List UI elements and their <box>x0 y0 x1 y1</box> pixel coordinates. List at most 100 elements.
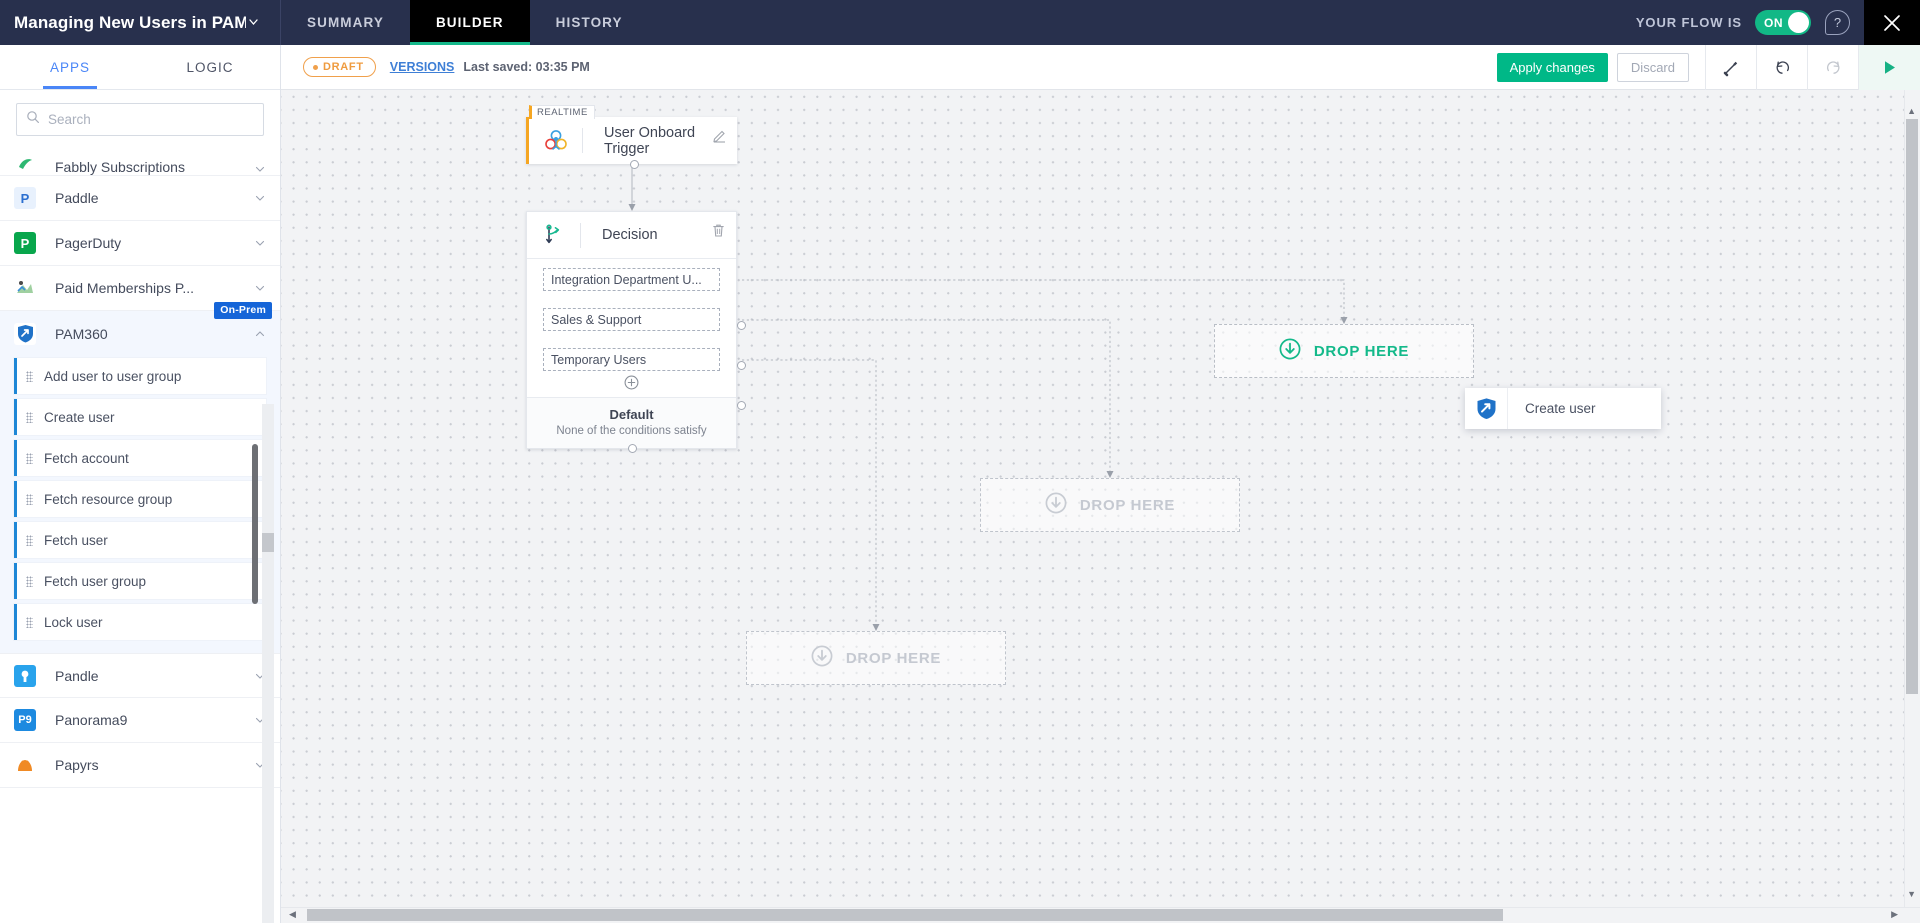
tab-history[interactable]: HISTORY <box>530 0 649 45</box>
app-row-pam360[interactable]: PAM360 On-Prem <box>0 302 280 356</box>
chevron-down-icon <box>253 669 266 682</box>
discard-button[interactable]: Discard <box>1616 52 1689 82</box>
dropzone-branch-2[interactable]: DROP HERE <box>980 478 1240 532</box>
drag-handle-icon[interactable] <box>26 616 33 628</box>
pam360-actions-panel: Add user to user group Create user Fetch… <box>0 356 280 653</box>
help-label: ? <box>1833 15 1842 30</box>
tab-builder-label: BUILDER <box>435 15 504 30</box>
default-output-port[interactable] <box>628 444 637 453</box>
action-item-fetch-resource-group[interactable]: Fetch resource group <box>14 481 266 517</box>
status-badge: DRAFT <box>303 57 376 77</box>
canvas-horizontal-scrollbar-thumb[interactable] <box>307 909 1503 921</box>
magic-wand-icon[interactable] <box>1705 45 1756 90</box>
app-row-fabbly-subscriptions[interactable]: Fabbly Subscriptions <box>0 146 280 176</box>
trash-icon[interactable] <box>711 223 726 243</box>
paddle-icon: P <box>14 187 36 209</box>
scroll-right-arrow-icon[interactable]: ▶ <box>1891 909 1898 919</box>
drag-handle-icon[interactable] <box>26 370 33 382</box>
left-sidebar: APPS LOGIC Fabbly Subscriptions P Paddle <box>0 45 281 923</box>
action-label: Fetch resource group <box>44 491 173 507</box>
trigger-node[interactable]: REALTIME User Onboard Trigger <box>526 105 737 169</box>
action-item-create-user[interactable]: Create user <box>14 399 266 435</box>
scroll-left-arrow-icon[interactable]: ◀ <box>289 909 296 919</box>
dragged-action-card[interactable]: Create user <box>1465 388 1661 429</box>
app-row-pandle[interactable]: Pandle <box>0 653 280 698</box>
add-branch-button[interactable] <box>543 375 720 390</box>
decision-node-title: Decision <box>602 227 658 243</box>
dropzone-branch-1[interactable]: DROP HERE <box>1214 324 1474 378</box>
decision-node[interactable]: Decision Integration Department U... Sal… <box>526 211 746 453</box>
canvas-vertical-scrollbar-thumb[interactable] <box>1906 119 1918 694</box>
sidebar-scrollbar-track[interactable] <box>262 404 274 923</box>
undo-icon[interactable] <box>1756 45 1807 90</box>
papyrs-icon <box>14 754 36 776</box>
pam360-shield-icon <box>1465 388 1507 429</box>
drag-handle-icon[interactable] <box>26 493 33 505</box>
app-name: PAM360 <box>55 325 108 342</box>
chevron-down-icon <box>253 192 266 205</box>
search-box[interactable] <box>16 103 264 136</box>
branch-output-port-1[interactable] <box>737 321 746 330</box>
app-row-paddle[interactable]: P Paddle <box>0 176 280 221</box>
action-item-fetch-user[interactable]: Fetch user <box>14 522 266 558</box>
drag-handle-icon[interactable] <box>26 452 33 464</box>
default-subtitle: None of the conditions satisfy <box>556 425 707 437</box>
flow-state-label: YOUR FLOW IS <box>1635 15 1742 30</box>
app-name: Panorama9 <box>55 712 128 728</box>
action-item-fetch-user-group[interactable]: Fetch user group <box>14 563 266 599</box>
drag-handle-icon[interactable] <box>26 534 33 546</box>
edit-pencil-icon[interactable] <box>712 128 727 148</box>
default-title: Default <box>609 407 654 422</box>
action-label: Lock user <box>44 614 103 630</box>
decision-icon <box>527 212 580 259</box>
scroll-up-arrow-icon[interactable]: ▲ <box>1907 106 1916 116</box>
action-item-add-user-to-user-group[interactable]: Add user to user group <box>14 358 266 394</box>
search-input[interactable] <box>48 112 254 127</box>
sidebar-tab-apps[interactable]: APPS <box>0 45 140 89</box>
tab-builder[interactable]: BUILDER <box>409 0 530 45</box>
dragged-action-label: Create user <box>1525 401 1596 416</box>
sidebar-scrollbar-thumb-outer[interactable] <box>262 533 274 552</box>
dropzone-label: DROP HERE <box>1313 342 1410 360</box>
trigger-output-port[interactable] <box>630 160 639 169</box>
apply-changes-button[interactable]: Apply changes <box>1496 52 1608 82</box>
flow-canvas[interactable]: DRAFT VERSIONS Last saved: 03:35 PM Appl… <box>281 45 1920 923</box>
sidebar-scrollbar-thumb[interactable] <box>252 444 258 604</box>
drag-handle-icon[interactable] <box>26 411 33 423</box>
sidebar-tab-logic[interactable]: LOGIC <box>140 45 280 89</box>
app-row-pagerduty[interactable]: P PagerDuty <box>0 221 280 266</box>
last-saved-text: Last saved: 03:35 PM <box>463 60 590 74</box>
flow-title-dropdown[interactable]: Managing New Users in PAM: <box>0 0 281 45</box>
branch-output-port-3[interactable] <box>737 401 746 410</box>
redo-icon[interactable] <box>1807 45 1858 90</box>
pandle-icon <box>14 664 36 687</box>
app-name: Pandle <box>55 667 99 684</box>
chevron-down-icon <box>253 282 266 295</box>
dropzone-branch-3[interactable]: DROP HERE <box>746 631 1006 685</box>
scroll-down-arrow-icon[interactable]: ▼ <box>1907 889 1916 899</box>
app-name: Paddle <box>55 190 99 206</box>
tab-summary[interactable]: SUMMARY <box>281 0 410 45</box>
branch-label: Integration Department U... <box>551 272 702 287</box>
app-row-panorama9[interactable]: P9 Panorama9 <box>0 698 280 743</box>
panorama9-icon: P9 <box>14 709 36 731</box>
branch-label: Temporary Users <box>551 352 647 367</box>
flow-enabled-toggle[interactable]: ON <box>1755 10 1811 35</box>
branch-item-2[interactable]: Sales & Support <box>543 308 720 331</box>
close-icon[interactable] <box>1864 0 1920 45</box>
branch-output-port-2[interactable] <box>737 361 746 370</box>
paid-memberships-pro-icon <box>14 277 36 299</box>
branch-item-1[interactable]: Integration Department U... <box>543 268 720 291</box>
trigger-icon <box>529 117 582 164</box>
branch-item-3[interactable]: Temporary Users <box>543 348 720 371</box>
drag-handle-icon[interactable] <box>26 575 33 587</box>
status-dot-icon <box>313 64 318 70</box>
versions-link[interactable]: VERSIONS <box>389 60 455 74</box>
action-item-fetch-account[interactable]: Fetch account <box>14 440 266 476</box>
app-row-papyrs[interactable]: Papyrs <box>0 743 280 788</box>
action-item-lock-user[interactable]: Lock user <box>14 604 266 640</box>
help-icon[interactable]: ? <box>1825 10 1850 35</box>
run-icon[interactable] <box>1858 45 1920 90</box>
tab-summary-label: SUMMARY <box>307 15 384 30</box>
drop-here-icon <box>1045 492 1067 519</box>
